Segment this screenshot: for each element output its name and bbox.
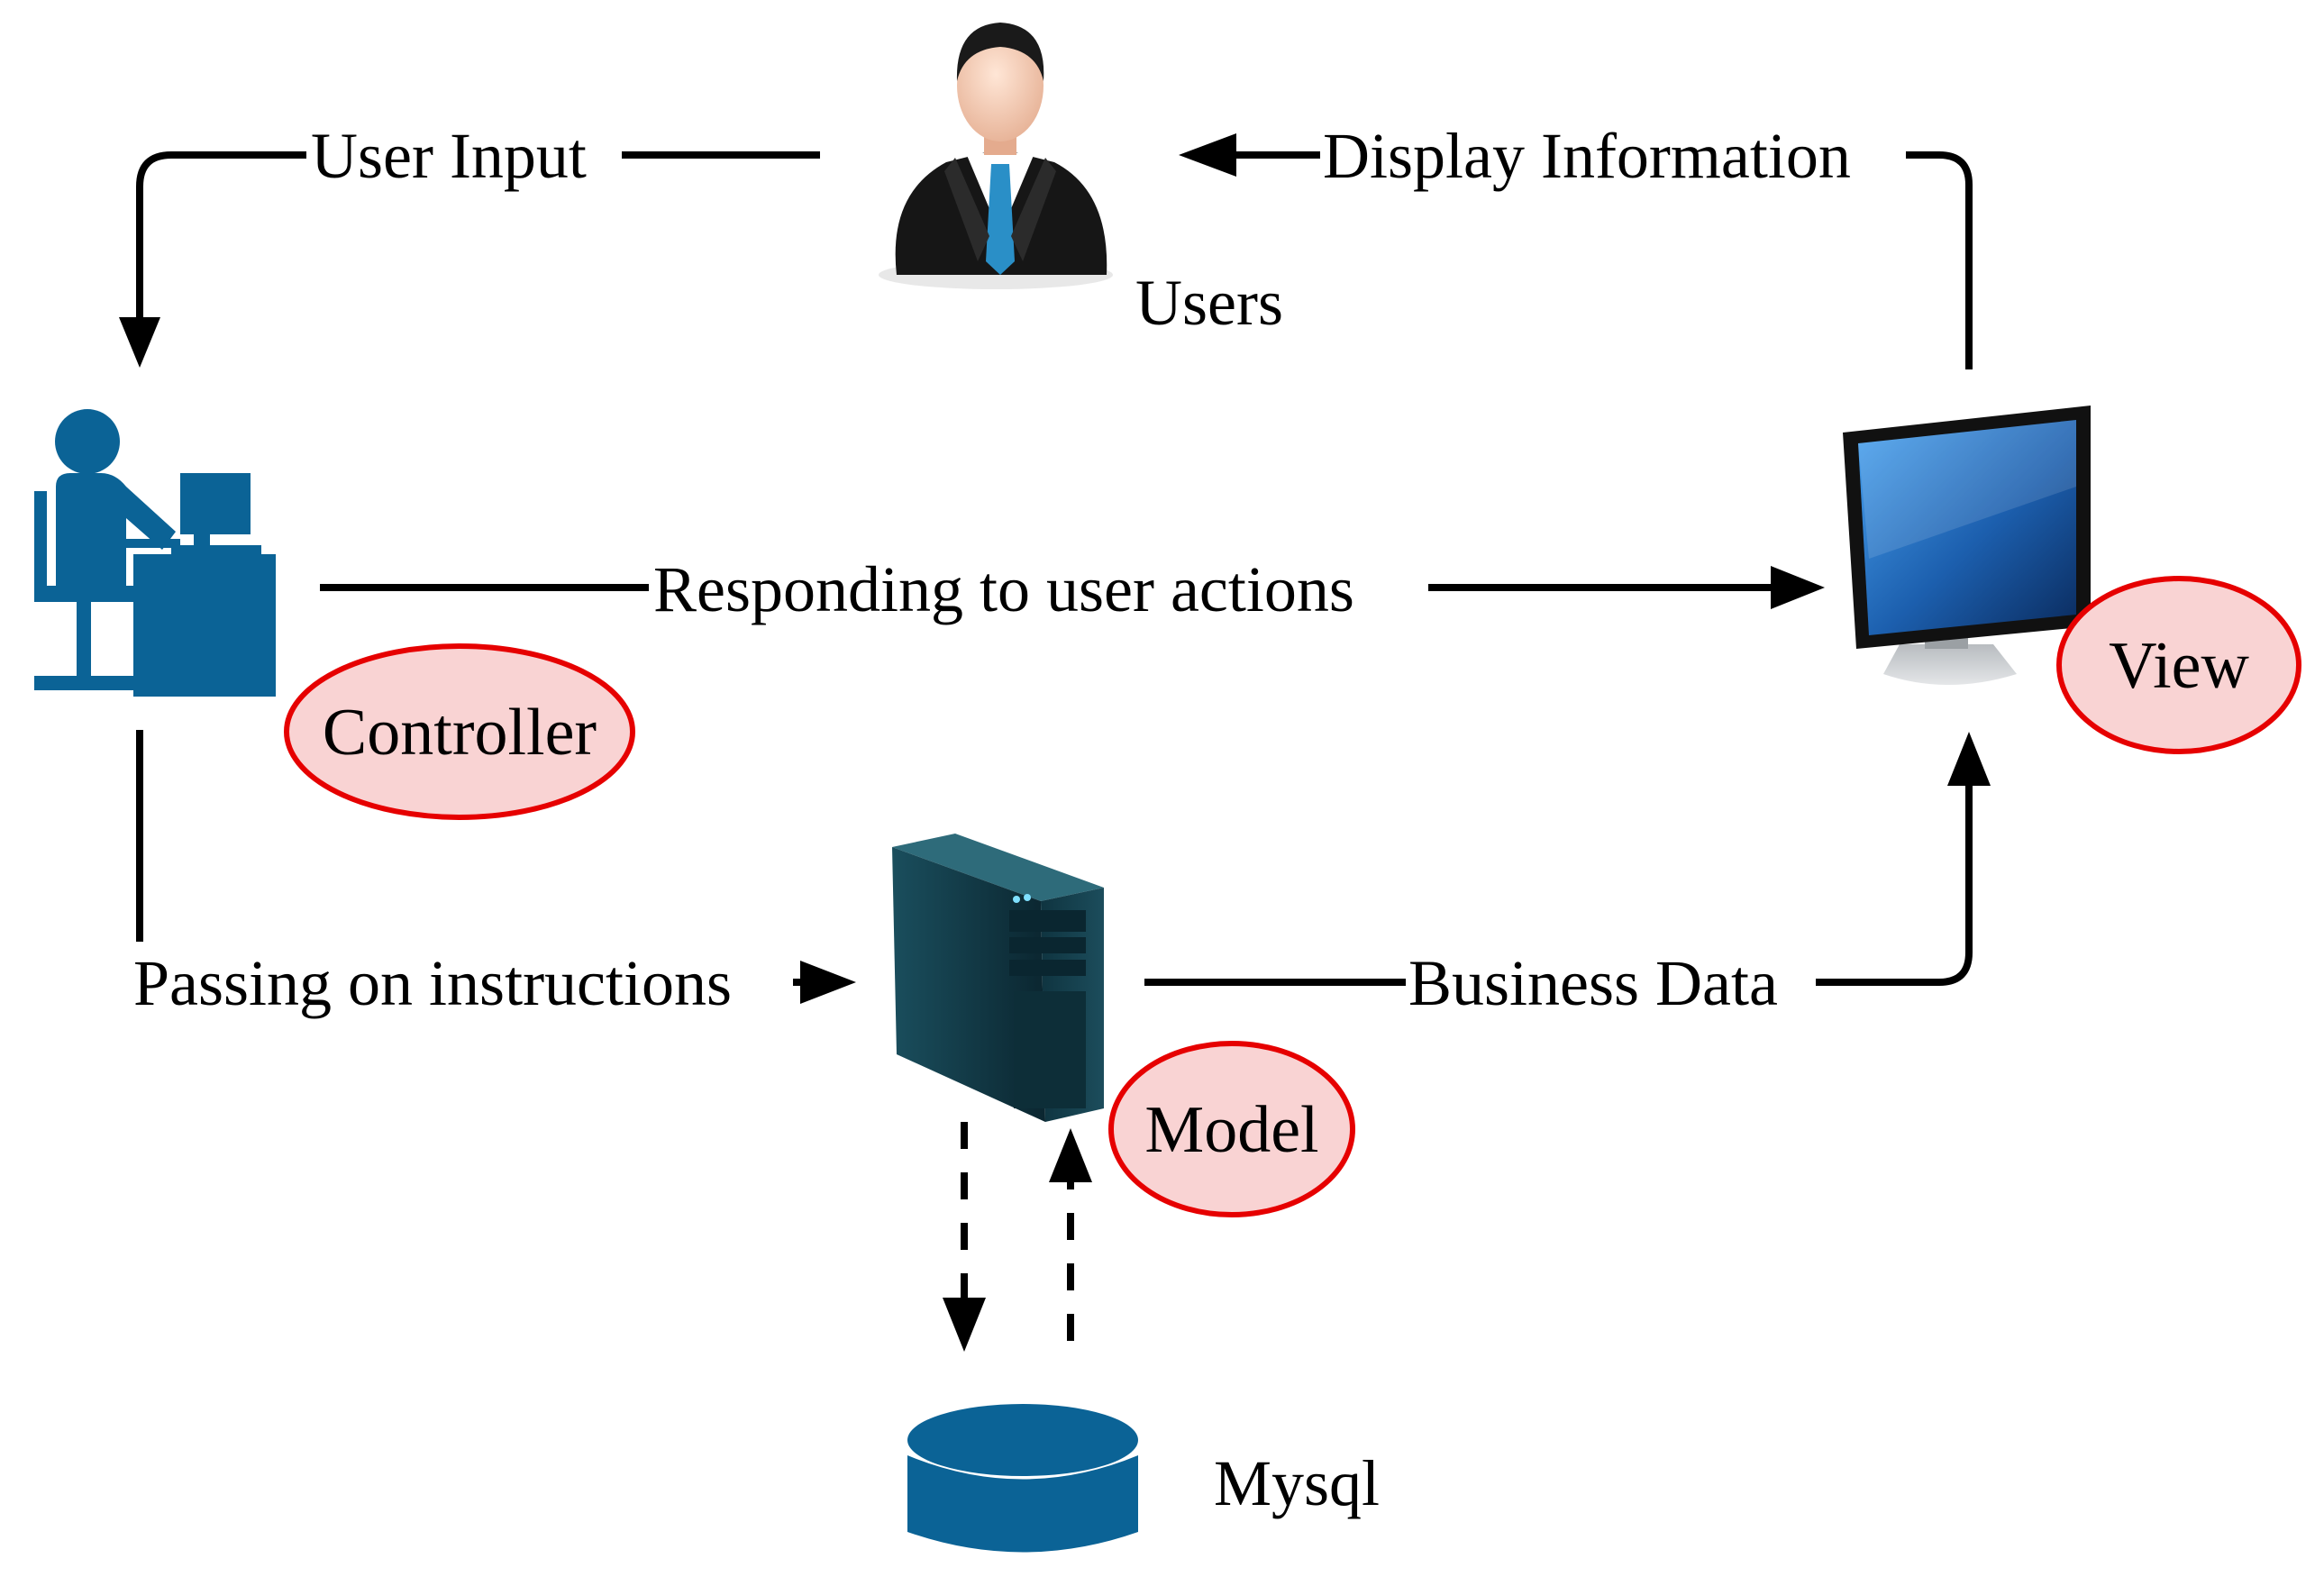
mysql-to-model-arrow <box>1049 1128 1092 1341</box>
passing-label: Passing on instructions <box>133 947 732 1019</box>
model-to-mysql-arrow <box>943 1122 986 1352</box>
business-data-label: Business Data <box>1408 947 1778 1019</box>
users-label: Users <box>1135 267 1283 339</box>
person-at-desk-icon <box>34 409 276 697</box>
controller-role: Controller <box>284 643 635 820</box>
display-information-arrow <box>1179 117 1973 369</box>
businessman-icon <box>879 23 1113 289</box>
passing-instructions-arrow <box>136 730 856 1004</box>
database-cylinder-icon <box>907 1404 1138 1553</box>
view-role: View <box>2056 576 2301 754</box>
business-data-arrow <box>1144 732 1991 1018</box>
responding-arrow <box>320 551 1825 624</box>
display-information-label: Display Information <box>1323 120 1851 192</box>
server-tower-icon <box>892 834 1104 1122</box>
model-label: Model <box>1144 1093 1318 1167</box>
controller-label: Controller <box>323 696 597 770</box>
user-input-label: User Input <box>311 120 587 192</box>
monitor-icon <box>1843 406 2091 685</box>
view-label: View <box>2109 629 2249 703</box>
responding-label: Responding to user actions <box>653 553 1354 625</box>
user-input-arrow <box>119 117 820 368</box>
mysql-label: Mysql <box>1214 1447 1380 1519</box>
model-role: Model <box>1108 1041 1355 1217</box>
